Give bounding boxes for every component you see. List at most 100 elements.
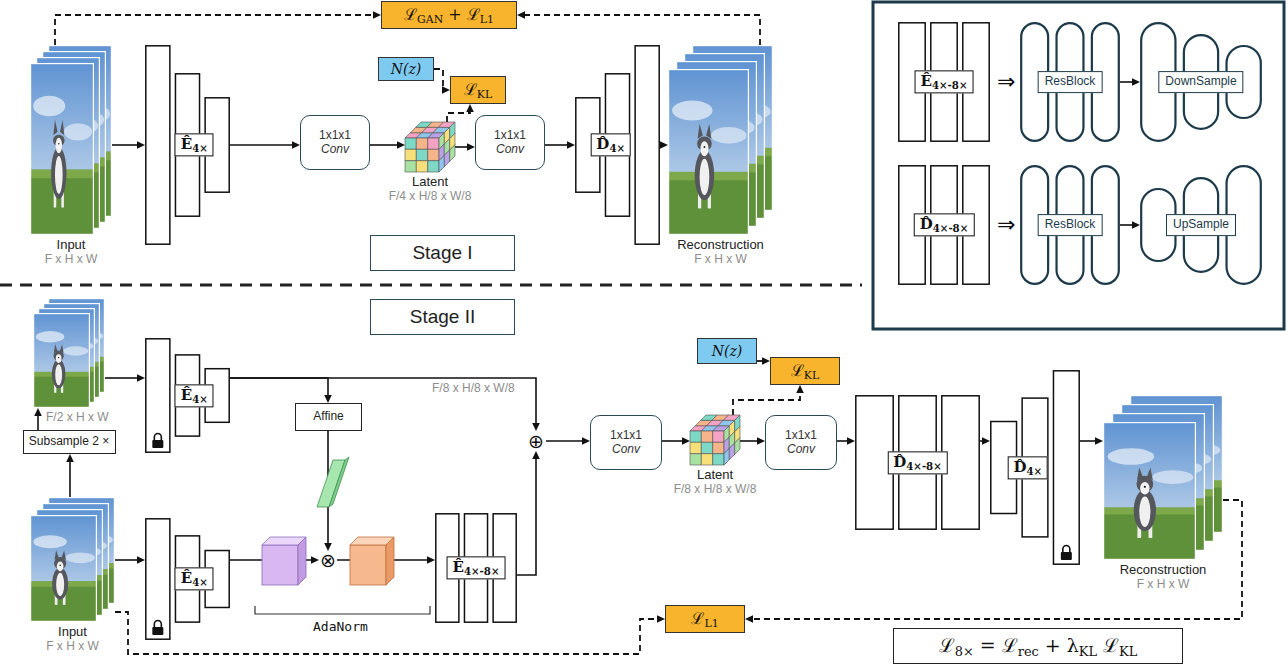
connector: [230, 378, 540, 431]
caption: F/2 x H x W: [46, 411, 109, 425]
arrowhead: [34, 408, 42, 416]
dog: [51, 147, 66, 199]
arrowhead: [582, 437, 590, 445]
loss-box: ℒGAN + ℒL1: [381, 1, 517, 29]
connector-line: [837, 440, 847, 442]
formula-box: ℒ8× = ℒrec + λKL ℒKL: [893, 628, 1183, 664]
cloud: [672, 101, 713, 121]
cloud: [33, 96, 65, 117]
operator-symbol: ⊗: [319, 551, 337, 569]
arrowhead: [137, 141, 145, 149]
connector-line: [517, 459, 536, 575]
frame-border: [669, 70, 749, 235]
sky: [33, 313, 90, 408]
caption-text: Latent: [389, 175, 472, 190]
text-stack: Affine: [313, 410, 343, 424]
loss-box: ℒKL: [770, 357, 840, 385]
connector: [740, 437, 765, 445]
block-name: Ê4×: [175, 133, 214, 156]
connector: [545, 141, 575, 149]
dog: [695, 150, 714, 200]
feature-cuboid: [262, 537, 306, 585]
loss-box: ℒKL: [450, 76, 506, 104]
connector-line: [1120, 224, 1132, 226]
node-text: Stage I: [412, 242, 472, 264]
dimension-label: F/8 x H/8 x W/8: [430, 381, 517, 395]
connector-line: [980, 440, 982, 442]
caption-text: Reconstruction: [1120, 563, 1207, 578]
dog: [1134, 490, 1156, 531]
subscript: KL: [804, 369, 819, 382]
connector-line: [1080, 440, 1095, 442]
cube-cell: [405, 149, 416, 160]
cube-cell: [439, 155, 444, 172]
connector: [662, 437, 690, 445]
network-block: Ê4×: [145, 45, 230, 245]
connector-line: [230, 378, 536, 423]
text-stack: ℒ8× = ℒrec + λKL ℒKL: [939, 635, 1138, 657]
dimension-text: F/4 x H/8 x W/8: [389, 190, 472, 204]
connector: [455, 143, 475, 151]
arrowhead: [292, 141, 300, 149]
dog: [56, 138, 62, 153]
operator-symbol: ⊕: [526, 431, 546, 451]
cube-cell: [405, 138, 416, 149]
subscript: GAN: [417, 13, 443, 26]
connector-line: [447, 112, 470, 122]
arrowhead: [567, 141, 575, 149]
network-block: Ê4×: [145, 338, 230, 453]
arrowhead: [373, 11, 381, 19]
cube-cell: [428, 149, 439, 160]
connector-line: [55, 15, 373, 45]
subscript: L1: [704, 617, 718, 630]
network-block: D̂4×-8×: [898, 165, 990, 285]
cube-cell: [713, 442, 724, 453]
connector-line: [525, 15, 760, 45]
layer-block: DownSample: [1140, 22, 1262, 142]
connector: [745, 500, 1242, 623]
text-stack: 1x1x1Conv: [785, 429, 817, 457]
text-stack: ℒL1: [691, 610, 718, 628]
sky: [30, 63, 94, 235]
image-stack: ReconstructionF x H x W: [1103, 395, 1223, 560]
node-text: 1x1x1: [785, 429, 817, 443]
stage-divider: [0, 284, 862, 287]
arrowhead: [517, 11, 525, 19]
connector-line: [115, 559, 137, 561]
subscript: 4×-8×: [906, 460, 941, 472]
connector: [660, 141, 668, 149]
cube-cell: [735, 438, 740, 455]
connector-line: [740, 440, 757, 442]
node-text: ℒKL: [791, 362, 819, 380]
subscript: KL: [1119, 644, 1137, 659]
caption: InputF x H x W: [45, 238, 98, 267]
cube-cell: [701, 431, 712, 442]
connector: [980, 437, 990, 445]
subscript: 8×: [955, 644, 974, 659]
connector: [517, 451, 540, 575]
conv-box: 1x1x1Conv: [300, 115, 370, 170]
cube-cell: [416, 161, 427, 172]
subscript: 4×-8×: [464, 565, 499, 577]
cube-cell: [416, 149, 427, 160]
subscript: 4×: [192, 142, 208, 154]
arrowhead: [660, 141, 668, 149]
text-stack: ℒGAN + ℒL1: [404, 6, 494, 24]
subscript: 4×-8×: [932, 79, 967, 91]
detail-panel: [873, 2, 1284, 329]
vector-face: [329, 457, 349, 507]
arrowhead: [467, 143, 475, 151]
cube-cell: [690, 431, 701, 442]
block-name: D̂4×: [1007, 456, 1048, 479]
node-text: N(z): [712, 343, 743, 359]
latent-cube: LatentF/4 x H/8 x W/8: [405, 122, 455, 172]
cloud: [33, 535, 67, 548]
connector-line: [733, 393, 800, 415]
lock-icon: [152, 627, 163, 635]
caption-text: Input: [46, 625, 99, 640]
group-label: AdaNorm: [313, 619, 368, 634]
stage-box: Stage II: [370, 299, 515, 335]
caption: LatentF/8 x H/8 x W/8: [674, 468, 757, 497]
network-block: D̂4×-8×: [855, 395, 980, 530]
implies-symbol: ⇒: [997, 71, 1015, 93]
